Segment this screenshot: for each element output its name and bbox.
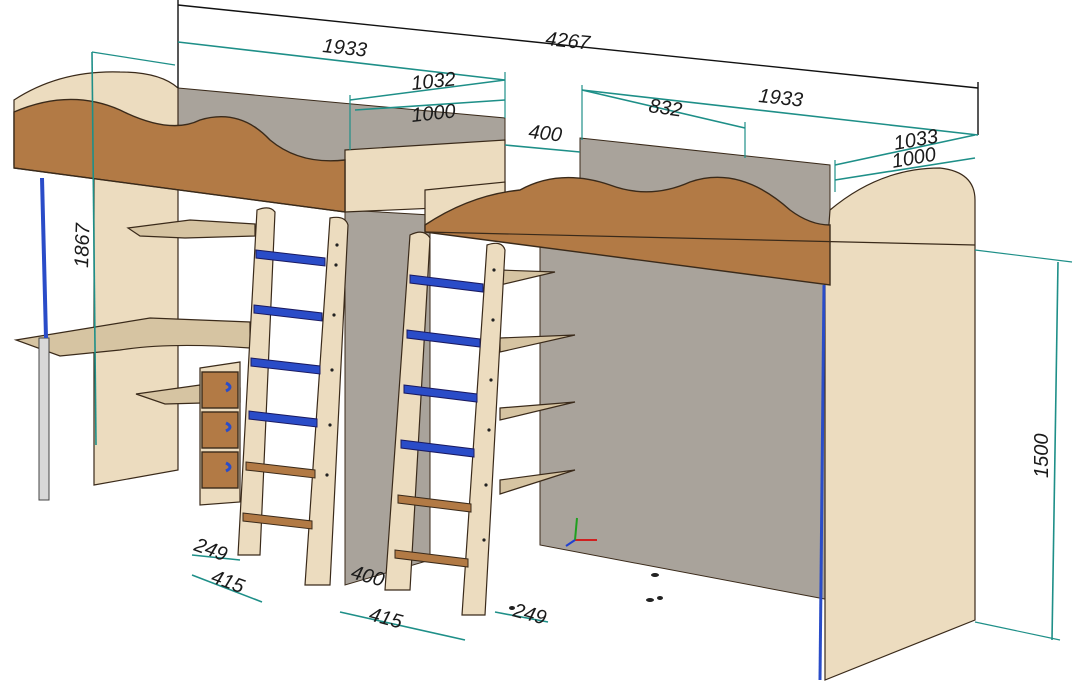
left-step-5 (245, 461, 316, 479)
floor-marks (509, 573, 663, 610)
dim-ladder-step-left: 249 (190, 534, 230, 566)
left-step-4 (248, 410, 318, 428)
right-bed-edge (424, 231, 976, 246)
axis-triad-icon (565, 517, 597, 547)
dim-gap-between-beds: 400 (527, 121, 562, 146)
left-blue-post (40, 177, 48, 339)
dim-left-height: 1867 (71, 222, 95, 268)
right-bed-guard (424, 176, 831, 286)
right-shelf-3 (499, 401, 576, 421)
desk-leg (38, 337, 50, 501)
dim-right-height: 1500 (1031, 434, 1053, 479)
right-step-2 (406, 329, 481, 348)
drawer-2 (201, 411, 239, 449)
dim-bed-length-left: 1933 (321, 35, 368, 62)
right-ladder (384, 231, 506, 616)
right-step-3 (403, 384, 478, 403)
dimension-lines: 4267 1933 1032 1000 400 832 1933 1033 10… (71, 0, 1073, 641)
right-blue-edge (818, 284, 826, 681)
right-shelf-4 (499, 469, 576, 495)
left-ladder (237, 207, 349, 586)
drawer-pedestal (199, 361, 241, 506)
ladder-right-rail-b (461, 242, 506, 616)
left-bed-guard (13, 98, 346, 213)
right-step-5 (397, 494, 472, 513)
ladder-right-rail-a (384, 231, 431, 591)
drawer-3 (201, 451, 239, 489)
dim-bed-width-left-outer: 1032 (410, 68, 457, 95)
right-step-1 (409, 274, 484, 293)
right-end-panel (824, 167, 976, 681)
ladder-left-rail-b (304, 216, 349, 586)
left-step-3 (250, 357, 321, 375)
dim-bed-length-right: 1933 (757, 85, 804, 112)
dim-overall-length: 4267 (544, 28, 591, 55)
left-step-1 (255, 249, 326, 267)
right-step-4 (400, 439, 475, 458)
drawer-1 (201, 371, 239, 409)
dim-ladder-base-right: 415 (367, 604, 406, 634)
right-unit (384, 137, 976, 681)
dim-ladder-step-right: 249 (510, 599, 549, 629)
left-bed-edge (13, 167, 346, 213)
left-step-2 (253, 304, 323, 322)
right-step-6 (394, 549, 469, 568)
dim-bed-width-left-inner: 1000 (410, 100, 457, 127)
left-step-6 (242, 512, 313, 530)
left-unit (13, 71, 506, 586)
